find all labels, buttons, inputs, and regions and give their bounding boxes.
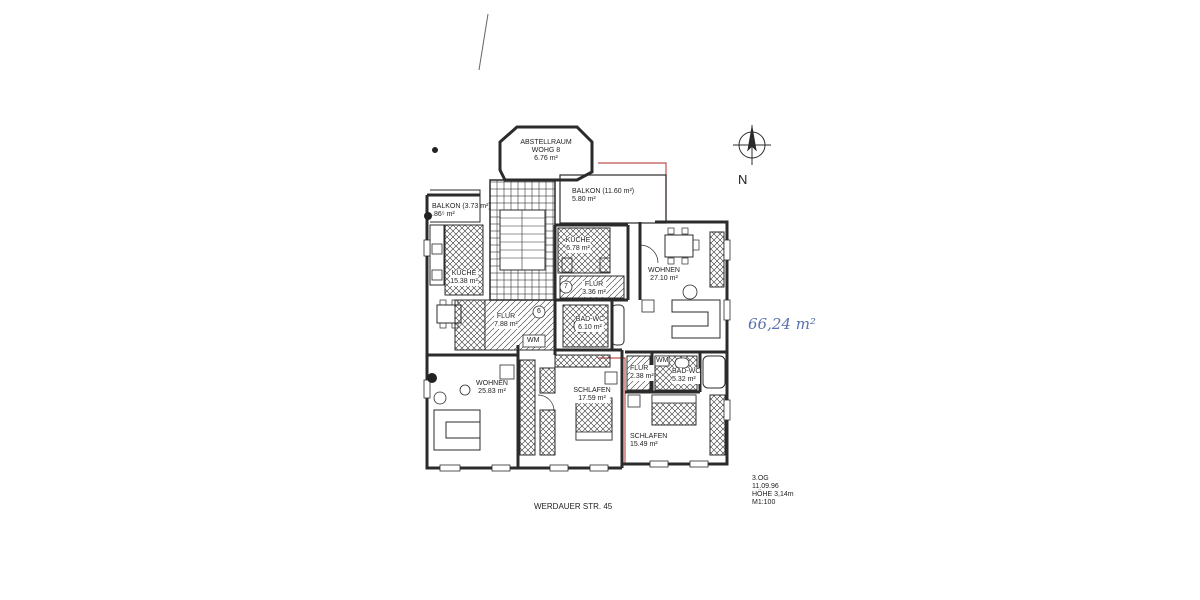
floor-label: 3.OG — [752, 475, 769, 482]
room-name: BAD-WC — [672, 368, 701, 375]
scale-label: M1:100 — [752, 499, 776, 506]
room-label-abstellraum: ABSTELLRAUM WOHG 8 6.76 m² — [520, 139, 571, 163]
wm-label-mid: WM — [527, 337, 540, 344]
room-name: KÜCHE — [451, 270, 477, 277]
room-label-kueche-left: KÜCHE 15.38 m² — [450, 270, 478, 286]
room-label-flur-left: FLUR 7.88 m² — [494, 313, 518, 329]
room-label-kueche-mid: KÜCHE 6.78 m² — [565, 237, 591, 253]
flur-left-hatch — [454, 299, 486, 351]
room-name: BAD-WC — [575, 316, 605, 323]
sofa-right — [671, 299, 721, 339]
balkon-large-outline — [559, 174, 667, 224]
room-name: BALKON (3.73 m²) — [432, 203, 491, 210]
room-label-schlafen-right: SCHLAFEN 15.49 m² — [630, 433, 667, 449]
room-name: WOHNEN — [648, 267, 680, 274]
room-label-balkon-small: BALKON (3.73 m²) .86⁵ m² — [432, 203, 491, 219]
room-name: FLUR — [584, 281, 604, 288]
room-label-flur-right: FLUR 2.38 m² — [630, 365, 654, 381]
room-label-wohnen-left: WOHNEN 25.83 m² — [476, 380, 508, 396]
north-arrow — [733, 125, 771, 165]
bathtub-mid — [611, 304, 625, 346]
handwritten-area-note: 66,24 m² — [748, 315, 816, 333]
pillar-dot — [427, 373, 437, 383]
room-area: 15.49 m² — [630, 441, 658, 448]
room-area: 6.76 m² — [534, 155, 558, 162]
room-area: 27.10 m² — [650, 275, 678, 282]
room-name: FLUR — [496, 313, 516, 320]
room-area: 15.38 m² — [450, 278, 478, 285]
room-area: 2.38 m² — [630, 373, 654, 380]
room-name: SCHLAFEN — [630, 433, 668, 440]
unit-6-circle — [532, 305, 546, 319]
unit-7-circle — [559, 280, 573, 294]
wardrobe-mid — [554, 354, 611, 368]
room-area: 25.83 m² — [478, 388, 506, 395]
north-label: N — [738, 172, 748, 187]
room-area: 3.36 m² — [582, 289, 606, 296]
height-label: HÖHE 3,14m — [752, 491, 794, 498]
wardrobe-right — [709, 394, 726, 456]
room-area: 6.10 m² — [578, 324, 602, 331]
unit-number-6: 6 — [537, 308, 541, 315]
room-label-balkon-large: BALKON (11.60 m²) 5.80 m² — [572, 188, 634, 204]
windows — [423, 239, 731, 472]
room-name: SCHLAFEN — [573, 387, 611, 394]
street-label: WERDAUER STR. 45 — [534, 502, 613, 511]
room-label-bad-mid: BAD-WC 6.10 m² — [575, 316, 605, 332]
wm-label-right: WM — [656, 357, 669, 364]
room-name: WOHNEN — [476, 380, 508, 387]
stray-mark — [478, 13, 489, 71]
room-area: 5.80 m² — [572, 196, 596, 203]
room-name: FLUR — [630, 365, 649, 372]
room-area: .86⁵ m² — [432, 211, 455, 218]
room-area: 7.88 m² — [494, 321, 518, 328]
room-area: 17.59 m² — [578, 395, 606, 402]
room-name: BALKON (11.60 m²) — [572, 188, 635, 195]
room-name: KÜCHE — [565, 237, 591, 244]
drawing-info: 3.OG 11.09.96 HÖHE 3,14m M1:100 — [752, 475, 794, 507]
wm-mid-box — [522, 334, 546, 348]
unit-number-7: 7 — [564, 283, 568, 290]
cabinet-right — [709, 231, 725, 288]
room-name: ABSTELLRAUM — [520, 139, 572, 146]
room-label-schlafen-mid: SCHLAFEN 17.59 m² — [573, 387, 611, 403]
room-area: 5.32 m² — [672, 376, 696, 383]
room-sub: WOHG 8 — [531, 147, 561, 154]
bathtub-right — [702, 355, 726, 389]
room-area: 6.78 m² — [566, 245, 590, 252]
date-label: 11.09.96 — [752, 483, 779, 490]
balkon-small-outline — [430, 189, 481, 223]
wm-right-box — [654, 355, 670, 367]
dining-table-right — [664, 234, 694, 258]
sofa-left — [433, 409, 481, 451]
room-label-bad-right: BAD-WC 5.32 m² — [672, 368, 701, 384]
abstellraum-outline — [498, 125, 594, 182]
room-label-wohnen-right: WOHNEN 27.10 m² — [648, 267, 680, 283]
room-label-flur-mid: FLUR 3.36 m² — [582, 281, 606, 297]
